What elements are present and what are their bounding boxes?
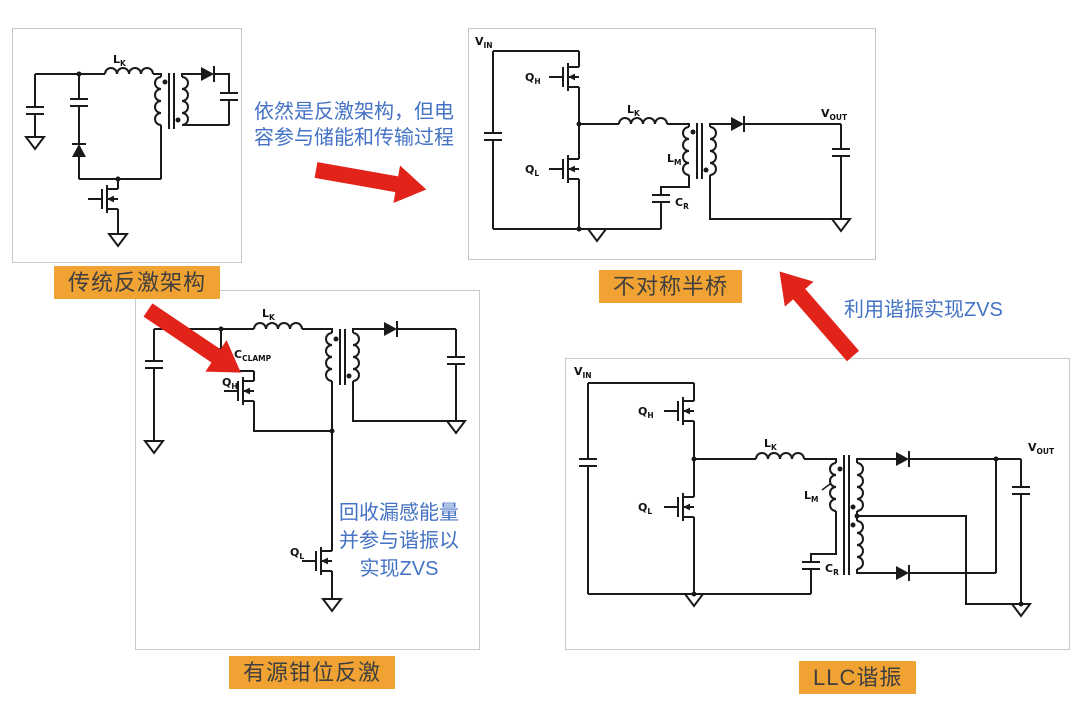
- traditional-flyback-circuit: LK: [25, 53, 239, 247]
- cr-capacitor: [651, 194, 671, 203]
- ql-mosfet: [548, 148, 580, 190]
- junction-dots: [691, 456, 1024, 607]
- clamp-diode: [71, 143, 87, 158]
- output-capacitor: [831, 148, 851, 157]
- transformer-primary: [154, 76, 162, 126]
- cr-label: CR: [675, 196, 689, 211]
- junction-dots: [76, 71, 181, 182]
- vin-label: VIN: [475, 35, 493, 50]
- transformer-primary: [829, 462, 837, 512]
- wires: [34, 67, 230, 234]
- active-clamp-flyback-circuit: LK CCLAMP QH QL: [144, 307, 466, 612]
- lk-inductor: [253, 322, 303, 330]
- lk-label: LK: [262, 307, 276, 322]
- lm-label: LM: [667, 152, 681, 167]
- ql-label: QL: [290, 546, 304, 561]
- main-switch-mosfet: [87, 178, 119, 220]
- ground-symbol: [446, 420, 466, 434]
- panel-asymmetric-half-bridge: VIN QH QL LK LM CR VOUT: [468, 28, 876, 260]
- panel-traditional-flyback: LK: [12, 28, 242, 263]
- ql-mosfet: [663, 486, 695, 528]
- wires: [153, 322, 457, 599]
- transformer-primary: [325, 332, 333, 382]
- transformer-secondary: [352, 332, 360, 382]
- panel-active-clamp-flyback: LK CCLAMP QH QL: [135, 290, 480, 650]
- rectifier-diode-top: [889, 450, 916, 468]
- output-capacitor: [1011, 486, 1031, 495]
- lk-inductor: [755, 452, 805, 460]
- arrow-flyback-to-ahb: [314, 162, 427, 203]
- junction-dots: [218, 326, 352, 434]
- cr-capacitor: [801, 561, 821, 570]
- arrow-flyback-to-acf: [143, 303, 241, 373]
- note-acf-zvs: 回收漏感能量 并参与谐振以 实现ZVS: [339, 502, 459, 580]
- vout-label: VOUT: [821, 107, 848, 122]
- caption-traditional-flyback: 传统反激架构: [54, 266, 221, 299]
- asymmetric-half-bridge-circuit: VIN QH QL LK LM CR VOUT: [475, 35, 851, 242]
- clamp-capacitor: [69, 98, 89, 107]
- output-diode: [194, 65, 221, 83]
- lk-label: LK: [627, 103, 641, 118]
- vout-label: VOUT: [1028, 441, 1055, 456]
- wires: [492, 50, 842, 230]
- transformer-secondary-bottom: [856, 520, 864, 570]
- input-capacitor: [483, 132, 503, 141]
- cclamp-label: CCLAMP: [234, 348, 272, 363]
- transformer-secondary: [709, 126, 717, 176]
- lk-label: LK: [113, 53, 127, 68]
- output-capacitor: [446, 356, 466, 365]
- qh-mosfet: [663, 390, 695, 432]
- ground-symbol: [587, 228, 607, 242]
- lk-inductor: [104, 67, 154, 75]
- junction-dots: [576, 121, 709, 232]
- cr-label: CR: [825, 562, 839, 577]
- input-capacitor: [578, 458, 598, 467]
- arrow-llc-to-ahb: [779, 271, 860, 362]
- ql-mosfet: [301, 540, 333, 582]
- ql-label: QL: [525, 163, 539, 178]
- input-capacitor: [25, 106, 45, 115]
- lm-leader-line: [821, 483, 831, 491]
- llc-resonant-circuit: VIN QH QL LK LM CR VOUT: [574, 365, 1055, 617]
- output-diode: [377, 320, 404, 338]
- transformer-primary: [682, 126, 690, 176]
- caption-active-clamp-flyback: 有源钳位反激: [229, 656, 396, 689]
- rectifier-diode-bottom: [889, 564, 916, 582]
- qh-label: QH: [638, 405, 654, 420]
- ground-symbol: [25, 136, 45, 150]
- vin-label: VIN: [574, 365, 592, 380]
- qh-label: QH: [525, 71, 541, 86]
- output-diode: [724, 115, 751, 133]
- qh-mosfet: [548, 56, 580, 98]
- note-llc-zvs: 利用谐振实现ZVS: [844, 299, 1003, 321]
- ground-symbol: [322, 598, 342, 612]
- lm-label: LM: [804, 489, 818, 504]
- ground-symbol: [831, 218, 851, 232]
- qh-label: QH: [222, 376, 238, 391]
- ground-symbol: [108, 233, 128, 247]
- transformer-secondary: [181, 76, 189, 126]
- output-capacitor: [219, 92, 239, 101]
- caption-llc-resonant: LLC谐振: [799, 661, 917, 694]
- transformer-secondary-top: [856, 462, 864, 512]
- caption-asymmetric-half-bridge: 不对称半桥: [599, 270, 743, 303]
- lk-label: LK: [764, 437, 778, 452]
- lk-inductor: [618, 117, 668, 125]
- ql-label: QL: [638, 501, 652, 516]
- ground-symbol: [144, 440, 164, 454]
- wires: [587, 382, 1022, 605]
- note-flyback-to-ahb: 依然是反激架构，但电 容参与储能和传输过程: [254, 101, 454, 149]
- panel-llc-resonant: VIN QH QL LK LM CR VOUT: [565, 358, 1070, 650]
